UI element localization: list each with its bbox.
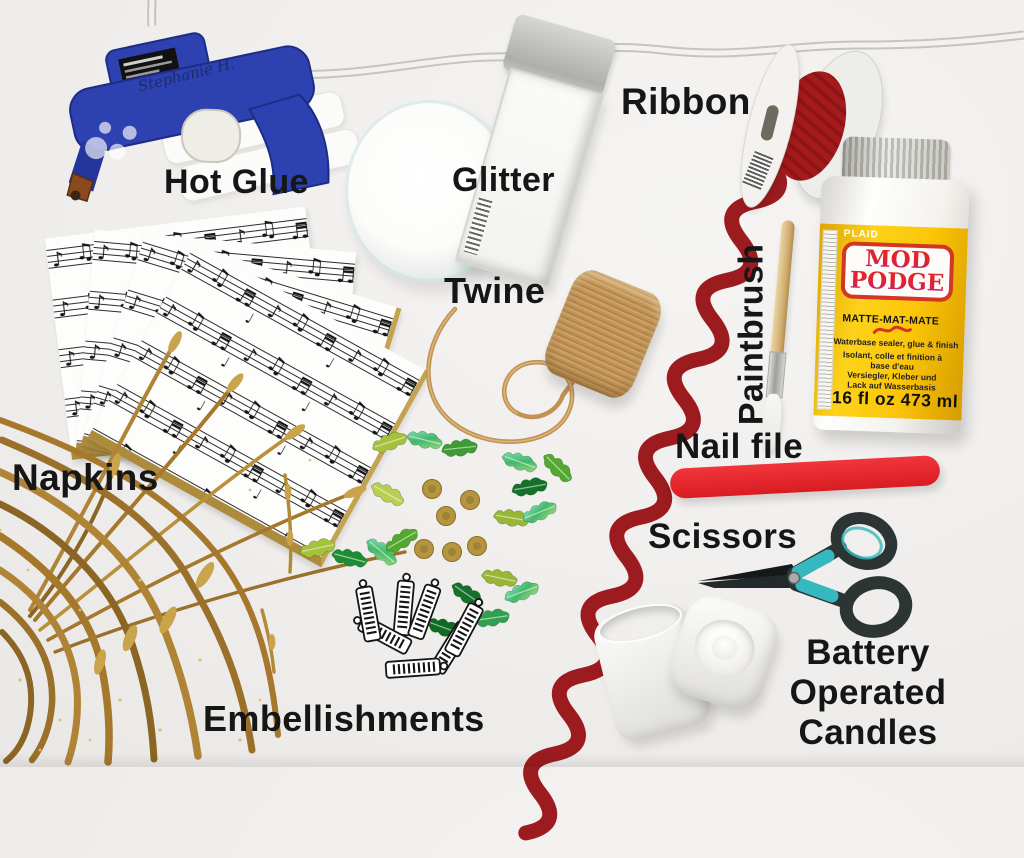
label-embellishments: Embellishments <box>203 698 485 739</box>
power-cord <box>147 0 1024 79</box>
mod-podge-jar: PLAID MOD PODGE MATTE-MAT-MATE Waterbase… <box>812 136 971 435</box>
label-twine: Twine <box>444 270 546 311</box>
spool-slot <box>759 103 780 142</box>
logo-word-podge: PODGE <box>845 266 950 296</box>
mod-podge-body: PLAID MOD PODGE MATTE-MAT-MATE Waterbase… <box>812 175 970 435</box>
table-edge-shadow <box>0 753 1024 767</box>
label-ribbon: Ribbon <box>621 81 751 122</box>
plaid-brand: PLAID <box>843 228 879 241</box>
ric-rac-ribbon <box>484 148 809 853</box>
label-hot-glue: Hot Glue <box>164 163 309 201</box>
red-squiggle <box>872 325 912 334</box>
holly-sequins <box>297 426 577 643</box>
scissors <box>698 512 913 638</box>
size-text: 16 fl oz 473 ml <box>831 386 959 412</box>
glue-gun: Stephanie H. <box>66 32 330 203</box>
mod-podge-label: PLAID MOD PODGE MATTE-MAT-MATE Waterbase… <box>813 223 969 421</box>
napkins-stack <box>44 206 490 568</box>
label-nail-file: Nail file <box>675 427 804 466</box>
candle-top-face <box>687 612 762 684</box>
label-battery-candles: Battery Operated Candles <box>789 633 947 752</box>
label-paintbrush: Paintbrush <box>732 243 771 426</box>
napkin <box>87 242 430 568</box>
label-scissors: Scissors <box>648 517 798 556</box>
spool-barcode <box>742 150 774 190</box>
label-glitter: Glitter <box>452 161 555 199</box>
label-napkins: Napkins <box>12 457 159 498</box>
gold-sequins <box>414 479 487 562</box>
embellishments-cluster <box>297 426 577 680</box>
candle-wick-bump <box>710 632 740 662</box>
gold-branches <box>0 331 407 766</box>
mod-podge-logo: MOD PODGE <box>840 241 955 302</box>
